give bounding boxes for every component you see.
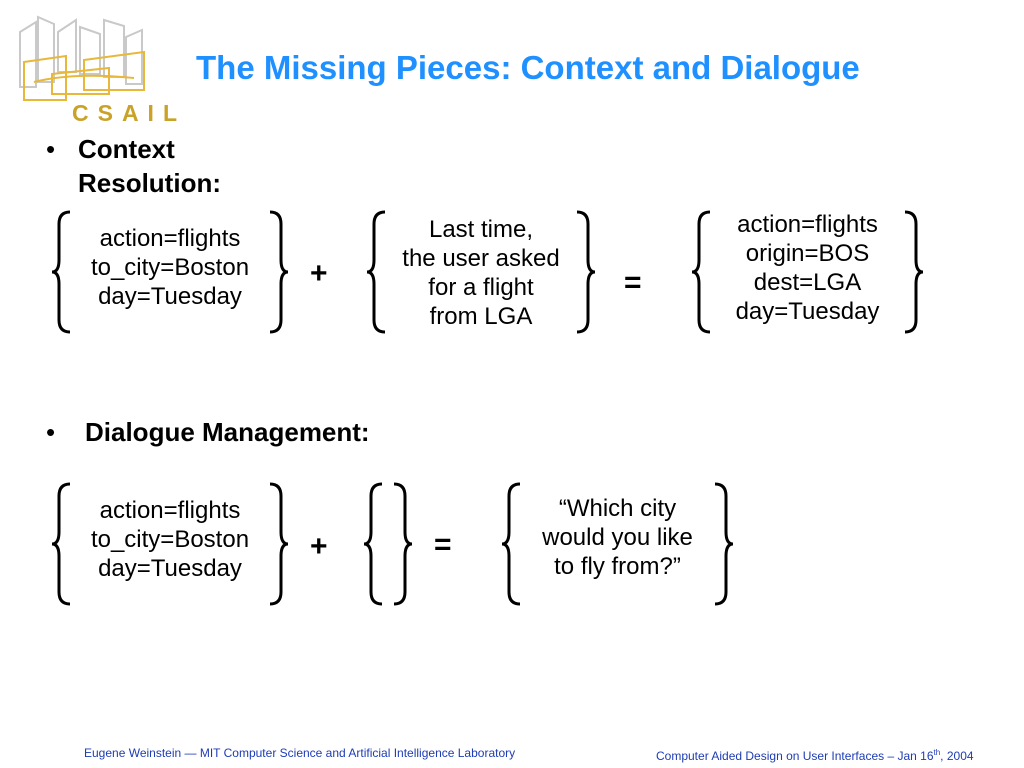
resolved-line: day=Tuesday <box>735 298 880 325</box>
section-heading-context-line2: Resolution: <box>78 168 221 198</box>
prompt-line: “Which city <box>558 495 677 522</box>
csail-logo <box>14 12 184 132</box>
history-line: for a flight <box>428 274 534 301</box>
right-brace-icon <box>714 482 734 606</box>
left-brace-icon <box>51 482 71 606</box>
frame-lines: action=flights to_city=Boston day=Tuesda… <box>72 496 268 583</box>
frame-line: to_city=Boston <box>90 526 250 553</box>
frame-line: to_city=Boston <box>90 254 250 281</box>
resolved-line: action=flights <box>737 211 878 238</box>
history-line: from LGA <box>429 303 533 330</box>
plus-operator: + <box>310 530 328 563</box>
right-brace-icon <box>904 210 924 334</box>
footer-author: Eugene Weinstein — MIT Computer Science … <box>84 746 516 760</box>
page-title: The Missing Pieces: Context and Dialogue <box>196 49 860 86</box>
history-line: the user asked <box>402 245 560 272</box>
csail-building-logo-icon <box>19 15 145 101</box>
prompt-lines: “Which city would you like to fly from?” <box>522 494 713 581</box>
frame-group-history: Last time, the user asked for a flight f… <box>365 210 597 335</box>
frame-line: action=flights <box>99 225 241 252</box>
right-brace-icon <box>269 482 289 606</box>
resolved-line: dest=LGA <box>753 269 862 296</box>
prompt-line: would you like <box>542 524 693 551</box>
resolved-lines: action=flights origin=BOS dest=LGA day=T… <box>712 210 903 326</box>
left-brace-icon <box>691 210 711 334</box>
equals-operator: = <box>624 266 642 299</box>
empty-history-group <box>362 482 414 607</box>
footer-event-year: , 2004 <box>940 749 974 763</box>
equals-operator: = <box>434 528 452 561</box>
plus-operator: + <box>310 257 328 290</box>
right-brace-icon <box>269 210 289 334</box>
right-brace-icon <box>576 210 596 334</box>
bullet-marker: • <box>46 134 56 164</box>
logo-text: CSAIL <box>72 100 186 126</box>
bullet-marker: • <box>46 417 56 447</box>
history-lines: Last time, the user asked for a flight f… <box>387 215 575 331</box>
prompt-line: to fly from?” <box>554 553 681 580</box>
frame-line: day=Tuesday <box>98 555 242 582</box>
footer-event: Computer Aided Design on User Interfaces… <box>656 746 974 763</box>
resolved-line: origin=BOS <box>745 240 870 267</box>
frame-line: action=flights <box>99 497 241 524</box>
footer-event-sup: th <box>933 748 941 757</box>
left-brace-icon <box>366 210 386 334</box>
frame-group-current: action=flights to_city=Boston day=Tuesda… <box>50 482 290 607</box>
frame-group-current: action=flights to_city=Boston day=Tuesda… <box>50 210 290 335</box>
right-brace-icon <box>393 482 413 606</box>
footer-event-text: Computer Aided Design on User Interfaces… <box>656 749 934 763</box>
system-prompt-group: “Which city would you like to fly from?” <box>500 482 735 607</box>
left-brace-icon <box>501 482 521 606</box>
frame-group-resolved: action=flights origin=BOS dest=LGA day=T… <box>690 210 925 335</box>
section-heading-dialogue: Dialogue Management: <box>85 417 370 447</box>
left-brace-icon <box>51 210 71 334</box>
section-heading-context-line1: Context <box>78 134 175 164</box>
frame-lines: action=flights to_city=Boston day=Tuesda… <box>72 224 268 311</box>
left-brace-icon <box>363 482 383 606</box>
frame-line: day=Tuesday <box>98 283 242 310</box>
history-line: Last time, <box>428 216 534 243</box>
